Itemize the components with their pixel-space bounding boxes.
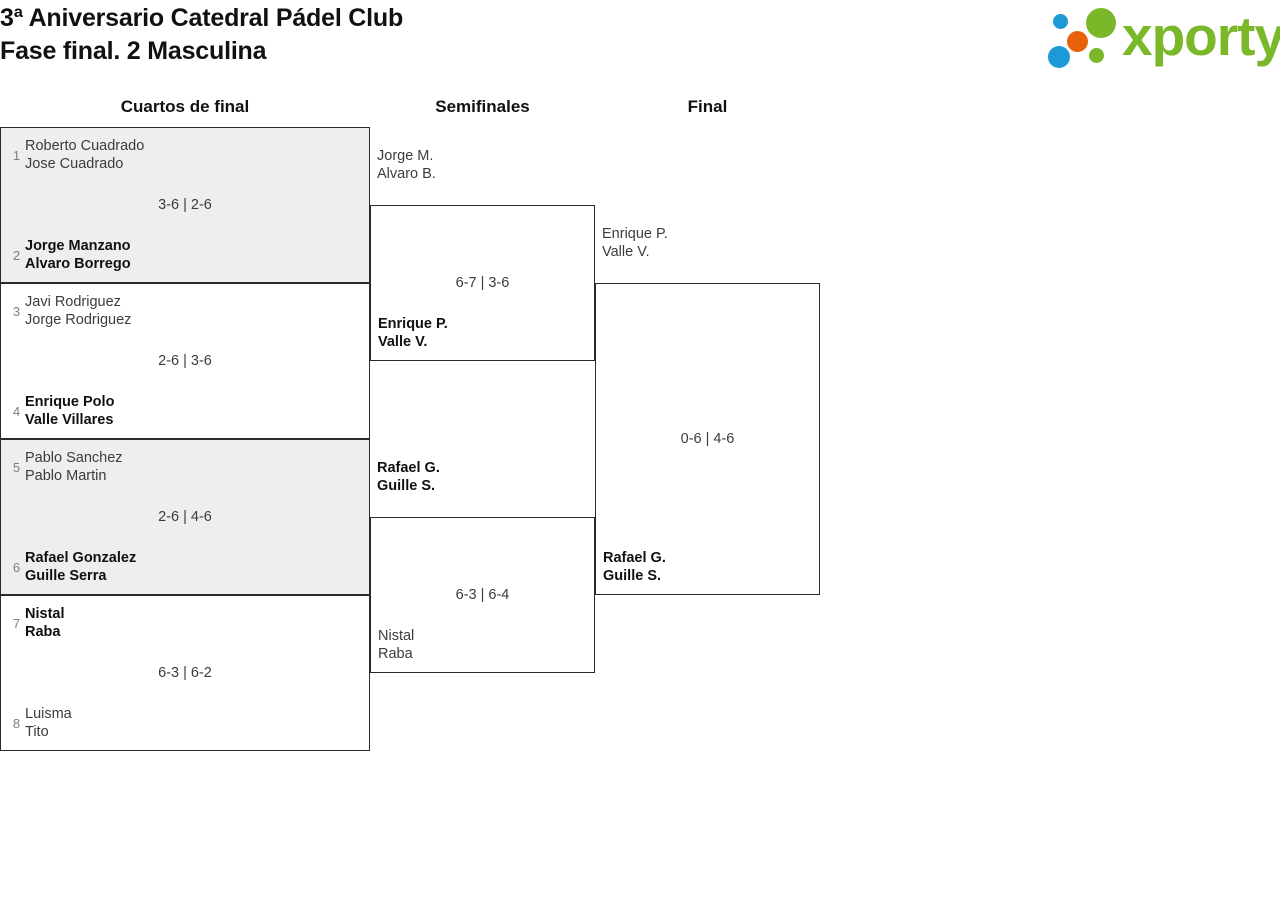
logo-dot-green-small-icon (1089, 48, 1104, 63)
player-name: Alvaro Borrego (25, 256, 131, 272)
bracket-connector (594, 595, 595, 673)
player-name: Rafael G. (377, 460, 440, 476)
team-names: Roberto Cuadrado Jose Cuadrado (25, 137, 144, 173)
team-names: Rafael Gonzalez Guille Serra (25, 549, 136, 585)
seed-number: 5 (12, 459, 21, 475)
team-names: Jorge Manzano Alvaro Borrego (25, 237, 131, 273)
player-name: Jorge M. (377, 148, 434, 164)
seed-number: 1 (12, 147, 21, 163)
xporty-logo[interactable]: xporty (1048, 5, 1280, 68)
team-entry[interactable]: Enrique P. Valle V. (378, 315, 448, 351)
team-entry[interactable]: 4 Enrique Polo Valle Villares (8, 393, 115, 429)
team-entry[interactable]: Jorge M. Alvaro B. (377, 147, 436, 183)
match-card[interactable]: 5 Pablo Sanchez Pablo Martin 2-6 | 4-6 6… (0, 439, 370, 595)
team-entry[interactable]: 5 Pablo Sanchez Pablo Martin (8, 449, 123, 485)
team-entry[interactable]: Rafael G. Guille S. (377, 459, 440, 495)
match-card[interactable]: 6-7 | 3-6 Enrique P. Valle V. (370, 205, 595, 361)
player-name: Pablo Sanchez (25, 450, 123, 466)
match-score: 3-6 | 2-6 (158, 197, 212, 213)
page-header: 3ª Aniversario Catedral Pádel Club Fase … (0, 0, 1280, 76)
player-name: Nistal (25, 606, 65, 622)
bracket-connector (369, 127, 370, 205)
tournament-bracket: 1 Roberto Cuadrado Jose Cuadrado 3-6 | 2… (0, 127, 900, 767)
player-name: Luisma (25, 706, 72, 722)
player-name: Valle Villares (25, 412, 114, 428)
player-name: Raba (378, 646, 413, 662)
player-name: Guille S. (603, 568, 662, 584)
player-name: Valle V. (602, 244, 650, 260)
team-names: Enrique P. Valle V. (378, 315, 448, 351)
player-name: Enrique P. (378, 316, 448, 332)
match-score: 6-3 | 6-2 (158, 665, 212, 681)
seed-number: 4 (12, 403, 21, 419)
player-name: Nistal (378, 628, 415, 644)
team-entry[interactable]: 8 Luisma Tito (8, 705, 72, 741)
team-entry[interactable]: 7 Nistal Raba (8, 605, 65, 641)
team-names: Nistal Raba (25, 605, 65, 641)
team-entry[interactable]: Nistal Raba (378, 627, 414, 663)
player-name: Javi Rodriguez (25, 294, 121, 310)
team-names: Javi Rodriguez Jorge Rodriguez (25, 293, 131, 329)
player-name: Rafael Gonzalez (25, 550, 137, 566)
player-name: Guille Serra (25, 568, 107, 584)
match-score: 6-3 | 6-4 (455, 587, 510, 603)
match-card[interactable]: 3 Javi Rodriguez Jorge Rodriguez 2-6 | 3… (0, 283, 370, 439)
player-name: Enrique P. (602, 226, 668, 242)
round-header-final: Final (687, 97, 728, 116)
logo-wordmark: xporty (1122, 5, 1280, 67)
bracket-connector (594, 205, 595, 283)
player-name: Jorge Manzano (25, 238, 131, 254)
logo-dots-icon (1048, 6, 1126, 68)
match-score: 0-6 | 4-6 (680, 431, 735, 447)
logo-dot-orange-icon (1067, 31, 1088, 52)
tournament-phase: Fase final. 2 Masculina (0, 37, 267, 65)
team-names: Pablo Sanchez Pablo Martin (25, 449, 123, 485)
player-name: Tito (25, 724, 49, 740)
match-score: 2-6 | 3-6 (158, 353, 212, 369)
team-names: Enrique Polo Valle Villares (25, 393, 114, 429)
team-names: Rafael G. Guille S. (603, 549, 666, 585)
match-card[interactable]: 7 Nistal Raba 6-3 | 6-2 8 Luisma Tito (0, 595, 370, 751)
team-entry[interactable]: Rafael G. Guille S. (603, 549, 666, 585)
player-name: Roberto Cuadrado (25, 138, 145, 154)
player-name: Rafael G. (603, 550, 666, 566)
player-name: Pablo Martin (25, 468, 107, 484)
player-name: Enrique Polo (25, 394, 115, 410)
team-entry[interactable]: Enrique P. Valle V. (602, 225, 668, 261)
team-names: Luisma Tito (25, 705, 72, 741)
tournament-name: 3ª Aniversario Catedral Pádel Club (0, 4, 404, 32)
round-header-semifinals: Semifinales (435, 97, 530, 116)
team-names: Rafael G. Guille S. (377, 459, 440, 495)
logo-dot-blue-small-icon (1053, 14, 1068, 29)
player-name: Jorge Rodriguez (25, 312, 132, 328)
player-name: Valle V. (378, 334, 428, 350)
bracket-connector (369, 361, 370, 517)
player-name: Raba (25, 624, 61, 640)
match-card[interactable]: 1 Roberto Cuadrado Jose Cuadrado 3-6 | 2… (0, 127, 370, 283)
team-entry[interactable]: 6 Rafael Gonzalez Guille Serra (8, 549, 136, 585)
player-name: Jose Cuadrado (25, 156, 124, 172)
team-names: Jorge M. Alvaro B. (377, 147, 436, 183)
match-score: 2-6 | 4-6 (158, 509, 212, 525)
page-title: 3ª Aniversario Catedral Pádel Club Fase … (0, 2, 403, 68)
team-entry[interactable]: 2 Jorge Manzano Alvaro Borrego (8, 237, 131, 273)
bracket-connector (369, 673, 370, 751)
match-score: 6-7 | 3-6 (455, 275, 510, 291)
seed-number: 2 (12, 247, 21, 263)
round-header-quarterfinals: Cuartos de final (120, 97, 250, 116)
seed-number: 3 (12, 303, 21, 319)
seed-number: 7 (12, 615, 21, 631)
player-name: Guille S. (377, 478, 436, 494)
player-name: Alvaro B. (377, 166, 436, 182)
match-card[interactable]: 6-3 | 6-4 Nistal Raba (370, 517, 595, 673)
seed-number: 6 (12, 559, 21, 575)
logo-dot-blue-large-icon (1048, 46, 1070, 68)
team-names: Nistal Raba (378, 627, 414, 663)
seed-number: 8 (12, 715, 21, 731)
team-entry[interactable]: 3 Javi Rodriguez Jorge Rodriguez (8, 293, 132, 329)
match-card[interactable]: 0-6 | 4-6 Rafael G. Guille S. (595, 283, 820, 595)
team-names: Enrique P. Valle V. (602, 225, 668, 261)
logo-dot-green-large-icon (1086, 8, 1116, 38)
team-entry[interactable]: 1 Roberto Cuadrado Jose Cuadrado (8, 137, 144, 173)
